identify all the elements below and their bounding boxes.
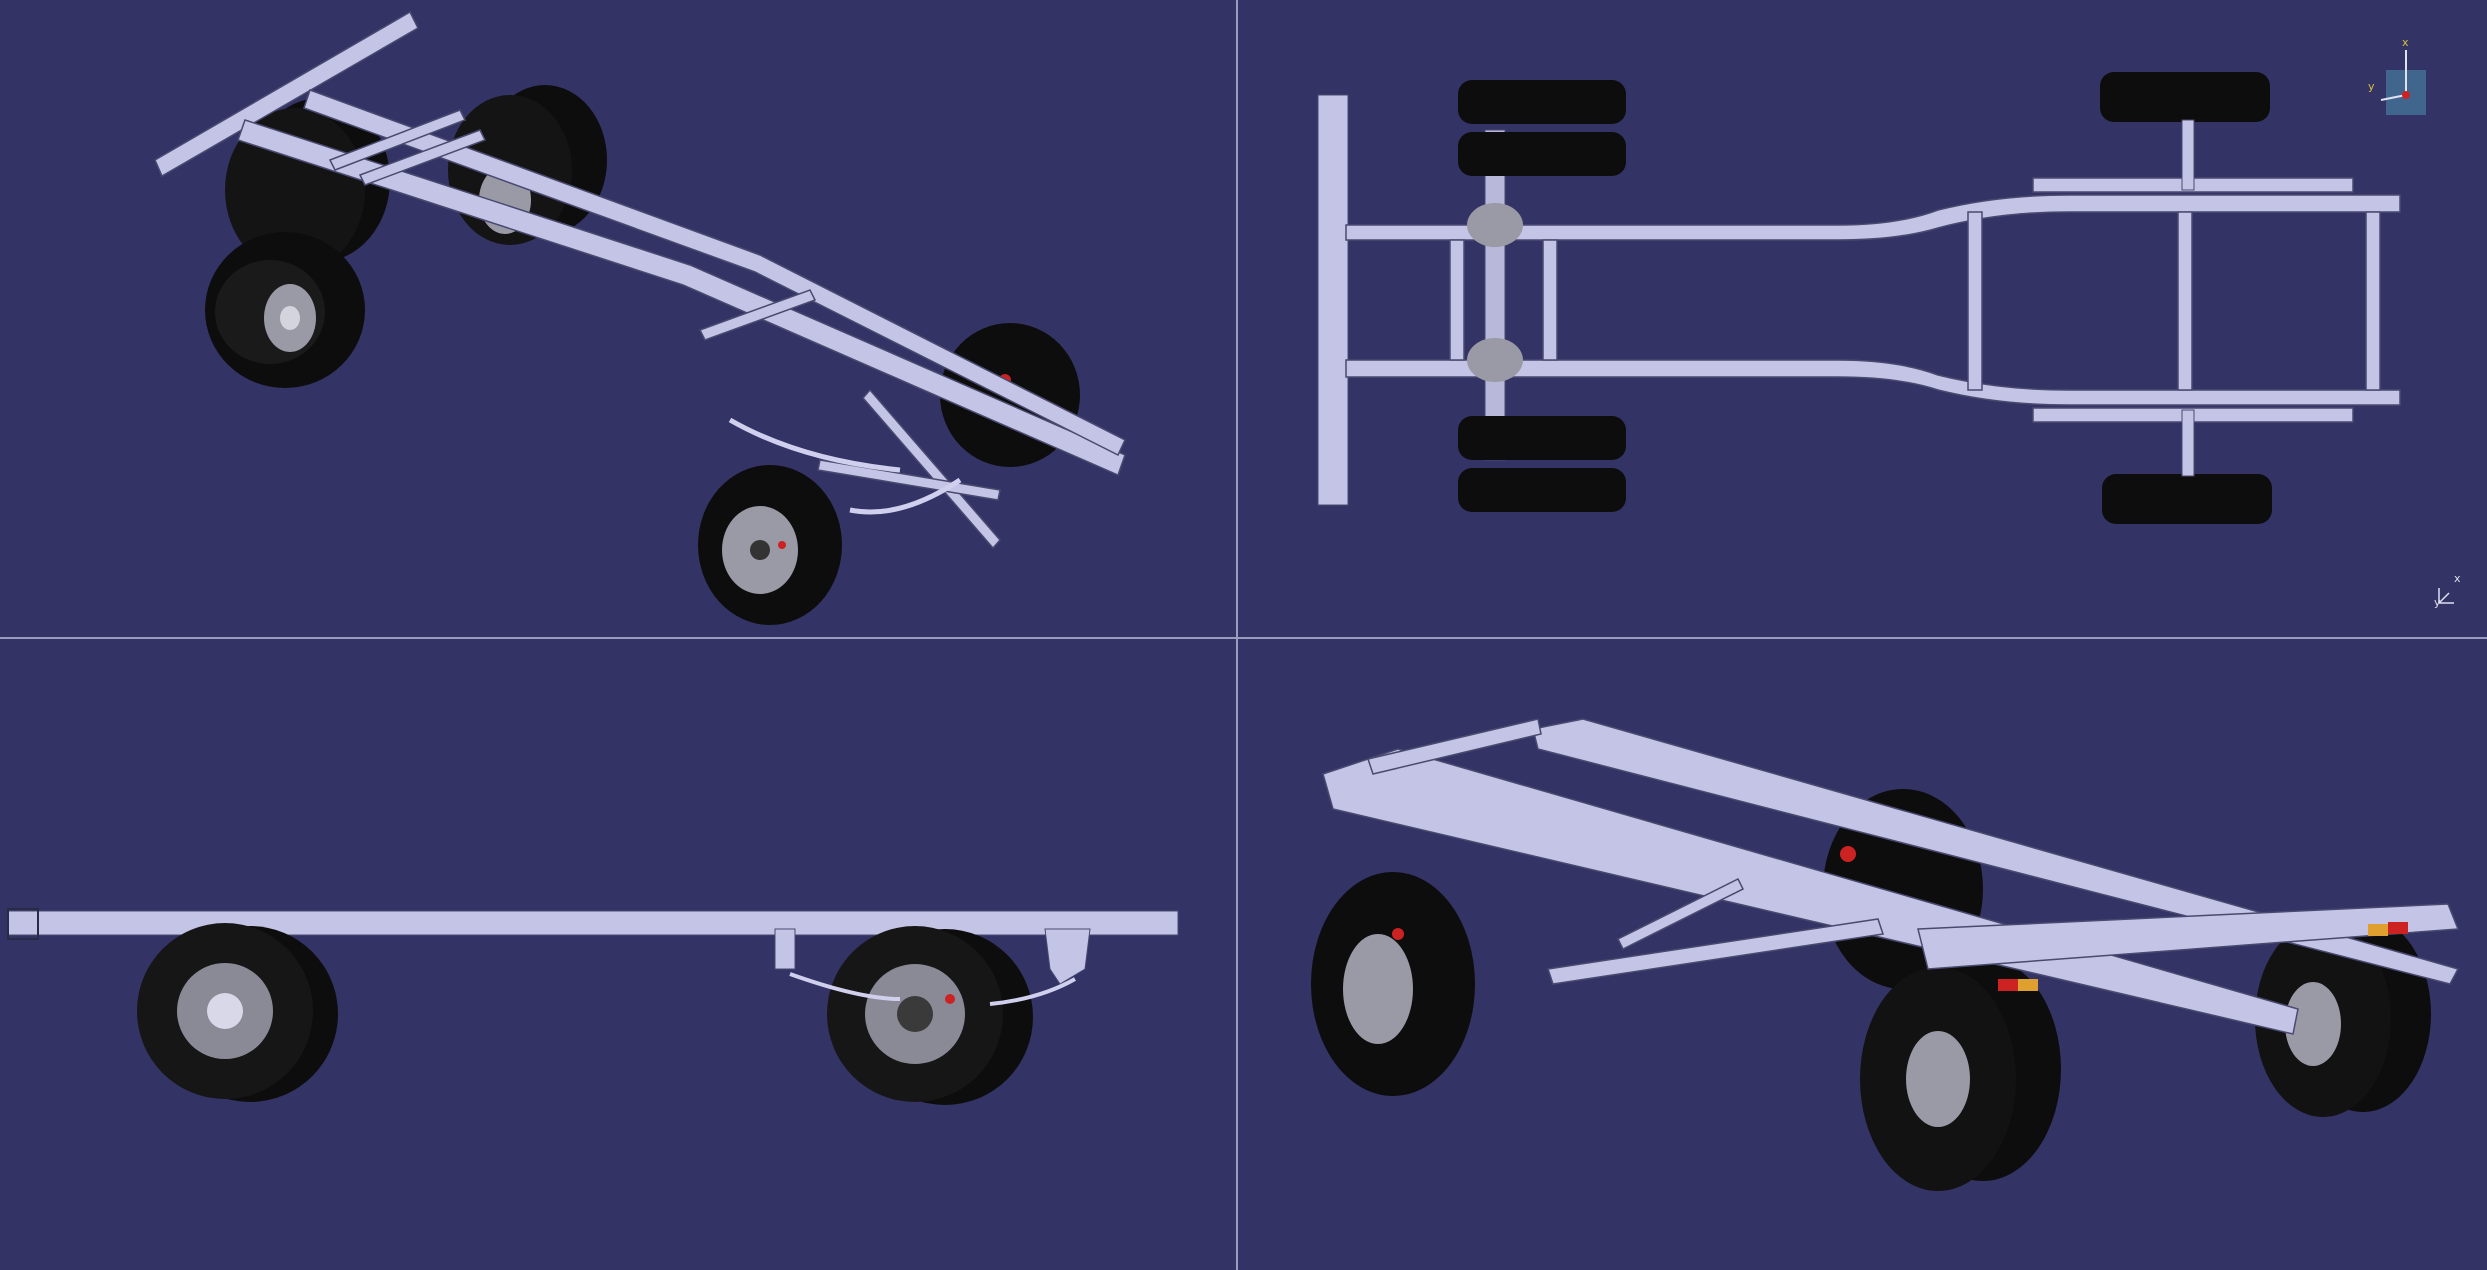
front-wheel-left (698, 465, 842, 625)
viewport-iso-rear[interactable] (1238, 639, 2487, 1270)
viewport-iso-front[interactable] (0, 0, 1236, 637)
rear-axle (1467, 129, 1523, 461)
front-tires (2100, 72, 2272, 524)
triad-x-label: x (2454, 572, 2461, 585)
front-wheel-left (1311, 872, 1475, 1096)
steering-links (2181, 119, 2195, 477)
spring-hangers (774, 928, 1091, 1006)
triad-y-label: y (2434, 596, 2441, 609)
chassis-model-top[interactable] (1238, 0, 2487, 637)
rear-wheels-right (2255, 916, 2431, 1117)
viewport-divider-vertical[interactable] (1236, 0, 1238, 1270)
compass-icon[interactable]: x y (2366, 36, 2446, 120)
rear-tires (1458, 80, 1626, 512)
frame (154, 10, 1126, 550)
viewport-side[interactable] (0, 639, 1236, 1270)
frame (1345, 177, 2401, 423)
frame (1322, 718, 2460, 1035)
rear-lights (1998, 922, 2408, 991)
viewport-top[interactable]: x y x y (1238, 0, 2487, 637)
viewport-divider-horizontal[interactable] (0, 637, 2487, 639)
chassis-model-iso-front[interactable] (0, 0, 1236, 637)
rear-wheels-left (1860, 957, 2061, 1191)
leaf-spring (728, 417, 962, 515)
front-wheel (827, 926, 1033, 1105)
compass-y-label: y (2368, 80, 2375, 93)
compass-x-label: x (2402, 36, 2409, 49)
front-bumper (1317, 94, 1349, 506)
axis-triad-icon: x y (2434, 572, 2464, 609)
rear-wheel (137, 923, 338, 1102)
chassis-model-iso-rear (1311, 718, 2460, 1191)
chassis-model-side (7, 908, 1179, 1105)
